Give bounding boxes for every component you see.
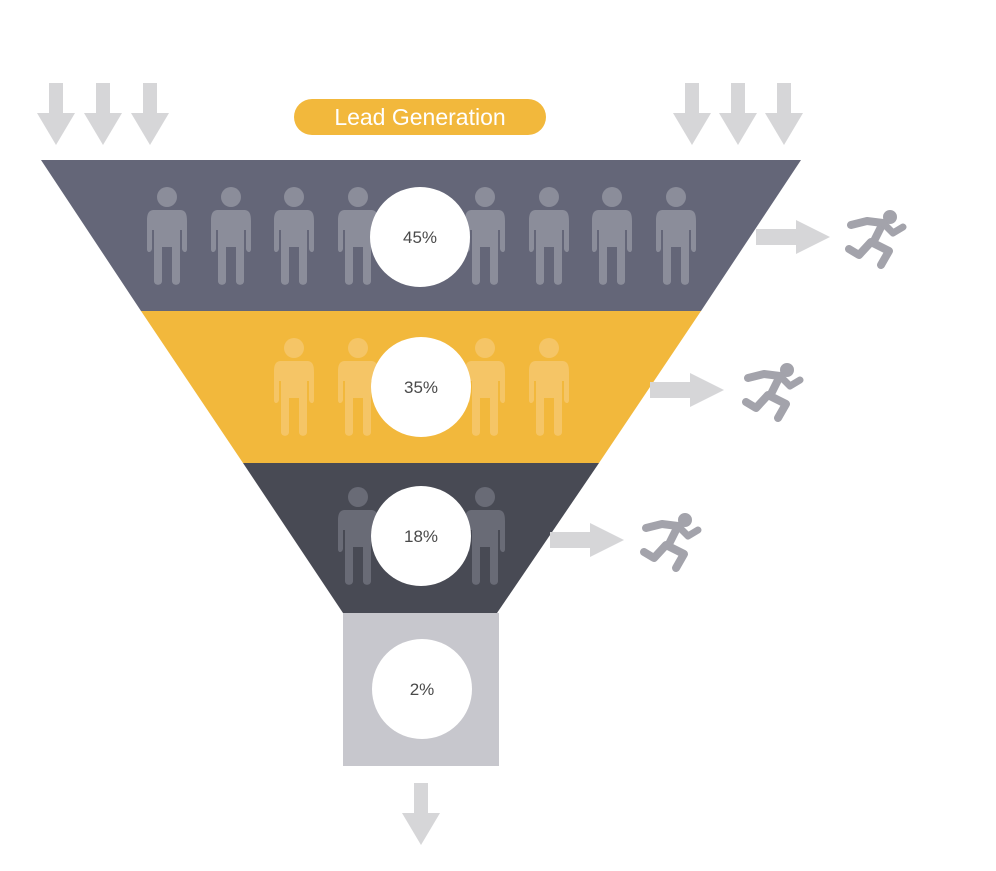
arrow-right-icon-3 <box>550 523 624 557</box>
arrow-down-icon-2 <box>84 83 122 145</box>
runner-icon-1 <box>849 211 903 266</box>
stage-4-percent: 2% <box>410 680 435 699</box>
arrow-down-icon-3 <box>131 83 169 145</box>
stage-3-badge <box>371 486 471 586</box>
arrow-down-icon-5 <box>719 83 757 145</box>
stage-1-badge <box>370 187 470 287</box>
arrow-down-icon-1 <box>37 83 75 145</box>
lead-generation-title: Lead Generation <box>294 99 546 135</box>
runner-icon-2 <box>746 364 800 419</box>
outflow-arrow-icon <box>402 783 440 845</box>
stage-3-percent: 18% <box>404 527 438 546</box>
stage-2-percent: 35% <box>404 378 438 397</box>
arrow-down-icon-6 <box>765 83 803 145</box>
stage-1-percent: 45% <box>403 228 437 247</box>
arrow-right-icon-2 <box>650 373 724 407</box>
exit-layer <box>550 211 903 569</box>
stage-2-badge <box>371 337 471 437</box>
arrow-down-icon-4 <box>673 83 711 145</box>
runner-icon-3 <box>644 514 698 569</box>
arrow-right-icon-1 <box>756 220 830 254</box>
stage-4-badge <box>372 639 472 739</box>
